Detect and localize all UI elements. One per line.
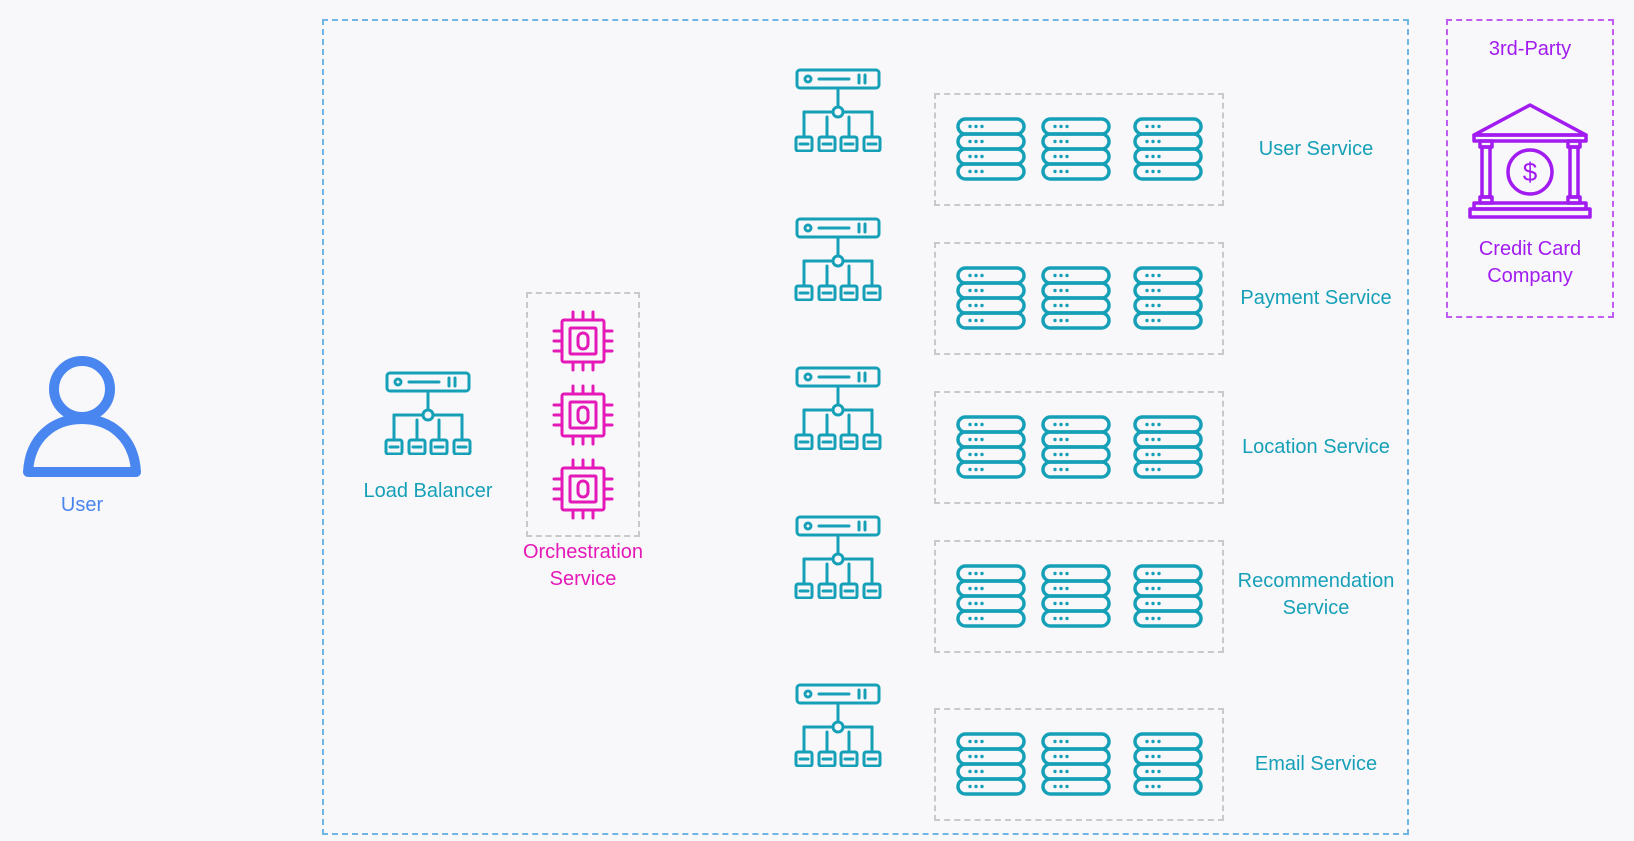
svg-text:$: $: [1523, 157, 1538, 187]
server-stack-icon[interactable]: [956, 117, 1026, 181]
load-balancer-icon[interactable]: [382, 370, 474, 455]
credit-card-company-label: Credit Card Company: [1478, 238, 1582, 287]
server-stack-icon[interactable]: [1041, 266, 1111, 330]
cpu-chip-icon[interactable]: [551, 309, 615, 373]
service-group-payment: [934, 242, 1224, 355]
orchestration-group: [526, 292, 640, 537]
server-stack-icon[interactable]: [956, 564, 1026, 628]
service-group-location: [934, 391, 1224, 504]
load-balancer-icon[interactable]: [792, 216, 884, 301]
service-group-user: [934, 93, 1224, 206]
service-label-payment: Payment Service: [1240, 287, 1392, 309]
server-stack-icon[interactable]: [1041, 732, 1111, 796]
server-stack-icon[interactable]: [1041, 117, 1111, 181]
user-icon[interactable]: [22, 355, 142, 477]
server-stack-icon[interactable]: [1133, 732, 1203, 796]
load-balancer-icon[interactable]: [792, 514, 884, 599]
server-stack-icon[interactable]: [1041, 415, 1111, 479]
load-balancer-icon[interactable]: [792, 365, 884, 450]
server-stack-icon[interactable]: [1133, 117, 1203, 181]
cpu-chip-icon[interactable]: [551, 383, 615, 447]
bank-icon[interactable]: $: [1468, 102, 1592, 220]
server-stack-icon[interactable]: [1041, 564, 1111, 628]
service-label-location: Location Service: [1242, 436, 1390, 458]
orchestration-label: Orchestration Service: [522, 541, 644, 590]
server-stack-icon[interactable]: [956, 732, 1026, 796]
service-label-user: User Service: [1258, 138, 1374, 160]
third-party-boundary: [1446, 19, 1614, 318]
load-balancer-icon[interactable]: [792, 682, 884, 767]
server-stack-icon[interactable]: [1133, 266, 1203, 330]
service-group-recommendation: [934, 540, 1224, 653]
third-party-title: 3rd-Party: [1488, 38, 1572, 60]
server-stack-icon[interactable]: [956, 266, 1026, 330]
service-group-email: [934, 708, 1224, 821]
server-stack-icon[interactable]: [1133, 415, 1203, 479]
service-label-recommendation: Recommendation Service: [1237, 570, 1395, 619]
server-stack-icon[interactable]: [956, 415, 1026, 479]
user-label: User: [60, 494, 104, 516]
load-balancer-icon[interactable]: [792, 67, 884, 152]
server-stack-icon[interactable]: [1133, 564, 1203, 628]
cpu-chip-icon[interactable]: [551, 457, 615, 521]
load-balancer-label: Load Balancer: [363, 480, 493, 502]
service-label-email: Email Service: [1254, 753, 1378, 775]
system-boundary: [322, 19, 1409, 835]
